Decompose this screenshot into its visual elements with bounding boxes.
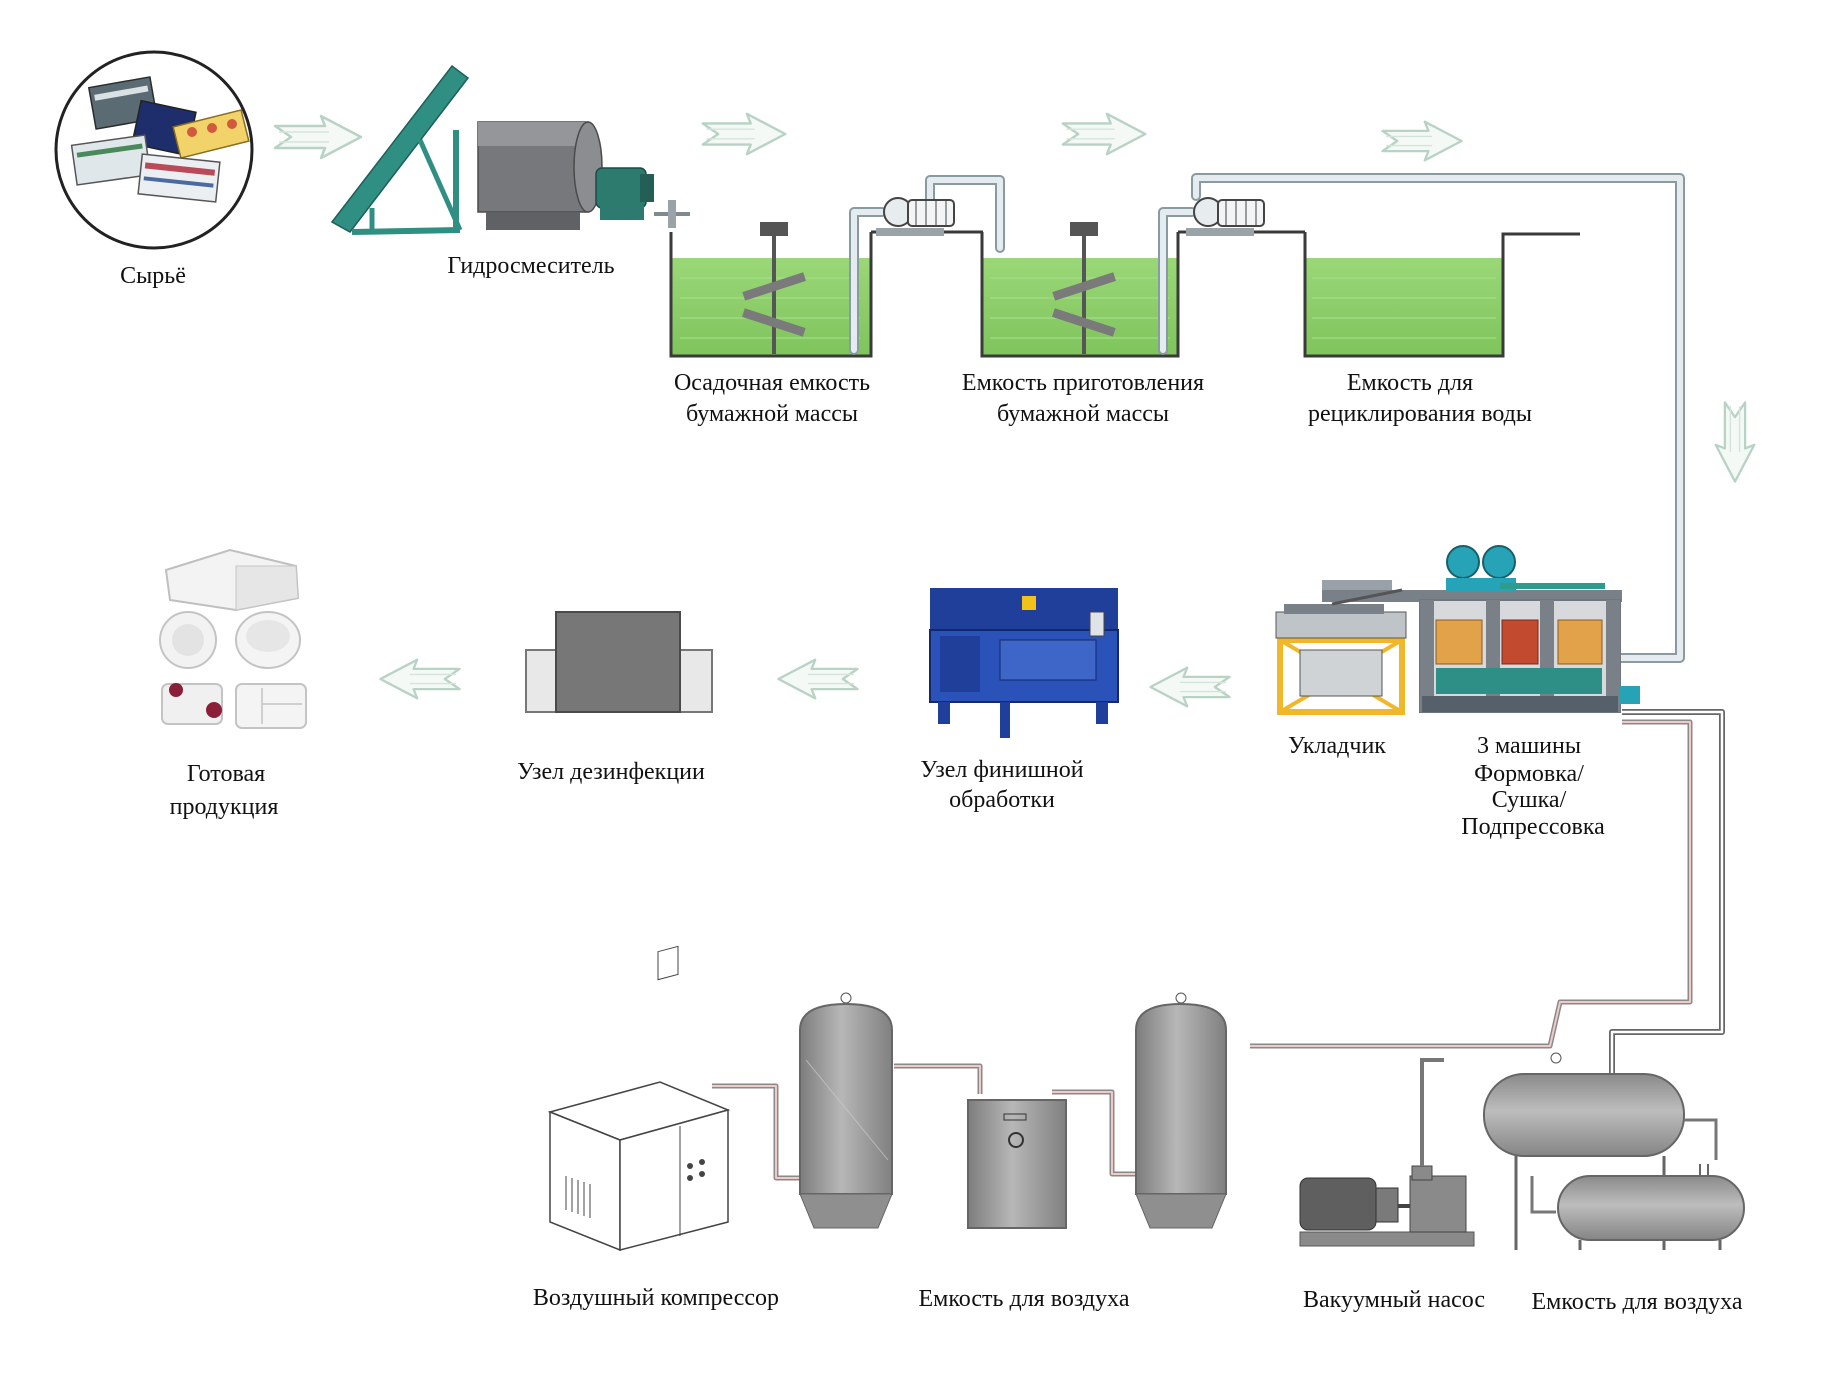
stacker-label: Укладчик <box>1288 733 1386 759</box>
raw-material-label: Сырьё <box>120 263 186 289</box>
finishing-unit-label-1: Узел финишной <box>920 757 1083 783</box>
compressed-air-line <box>712 719 1693 1181</box>
flow-arrow-6 <box>777 658 859 700</box>
forming-machines-label-3: Сушка/ <box>1492 787 1567 813</box>
pulp-preparation-tank-label-2: бумажной массы <box>997 401 1169 427</box>
air-receiver-2-icon <box>1135 992 1227 1229</box>
vacuum-receiver-upper-icon <box>1483 1052 1685 1250</box>
pulp-preparation-tank-label-1: Емкость приготовления <box>962 370 1204 396</box>
forming-machines-label-4: Подпрессовка <box>1461 814 1605 840</box>
vacuum-line <box>1609 709 1725 1086</box>
hydromixer-icon <box>330 64 690 235</box>
pulp-transfer-pipe <box>849 175 1005 355</box>
settling-tank-icon <box>669 222 873 358</box>
finished-products-label-2: продукция <box>170 794 279 820</box>
hydromixer-label: Гидросмеситель <box>447 253 614 279</box>
settling-tank-label-1: Осадочная емкость <box>674 370 870 396</box>
transfer-pump-1-icon <box>876 197 955 236</box>
forming-machines-label-1: 3 машины <box>1477 733 1581 759</box>
flow-arrow-2 <box>701 112 787 156</box>
air-compressor-label: Воздушный компрессор <box>533 1285 779 1311</box>
pulp-preparation-tank-icon <box>980 222 1180 358</box>
water-recycling-tank-label-1: Емкость для <box>1347 370 1473 396</box>
vacuum-receiver-label: Емкость для воздуха <box>1532 1289 1743 1315</box>
forming-machines-label-2: Формовка/ <box>1474 761 1584 787</box>
disinfection-unit-icon <box>525 611 713 713</box>
settling-tank-label-2: бумажной массы <box>686 401 858 427</box>
vacuum-pump-icon <box>1299 1058 1475 1247</box>
flow-arrow-1 <box>273 114 363 160</box>
stacker-icon <box>1275 588 1407 715</box>
air-compressor-icon <box>547 945 731 1252</box>
water-recycling-tank-label-2: рециклирования воды <box>1308 401 1532 427</box>
finished-products-icon <box>159 548 307 729</box>
transfer-pump-2-icon <box>1186 197 1265 236</box>
finishing-unit-icon <box>929 588 1119 738</box>
flow-arrow-3 <box>1061 112 1147 156</box>
air-receiver-label-1: Емкость для воздуха <box>919 1286 1130 1312</box>
air-receiver-1-icon <box>799 992 893 1229</box>
vacuum-pump-label: Вакуумный насос <box>1303 1287 1485 1313</box>
flow-arrow-5 <box>1149 666 1231 708</box>
raw-material-icon <box>54 50 254 250</box>
air-dryer-icon <box>967 1099 1067 1229</box>
disinfection-unit-label: Узел дезинфекции <box>517 759 705 785</box>
water-recycling-tank-icon <box>1303 232 1580 358</box>
vacuum-receiver-lower-icon <box>1530 1118 1745 1250</box>
flow-arrow-4 <box>1381 120 1463 162</box>
flow-arrow-down <box>1714 401 1756 483</box>
forming-machines-icon <box>1322 545 1640 713</box>
recycle-transfer-pipe <box>1158 173 1685 663</box>
finishing-unit-label-2: обработки <box>949 787 1055 813</box>
finished-products-label-1: Готовая <box>187 761 265 787</box>
flow-arrow-7 <box>379 658 461 700</box>
